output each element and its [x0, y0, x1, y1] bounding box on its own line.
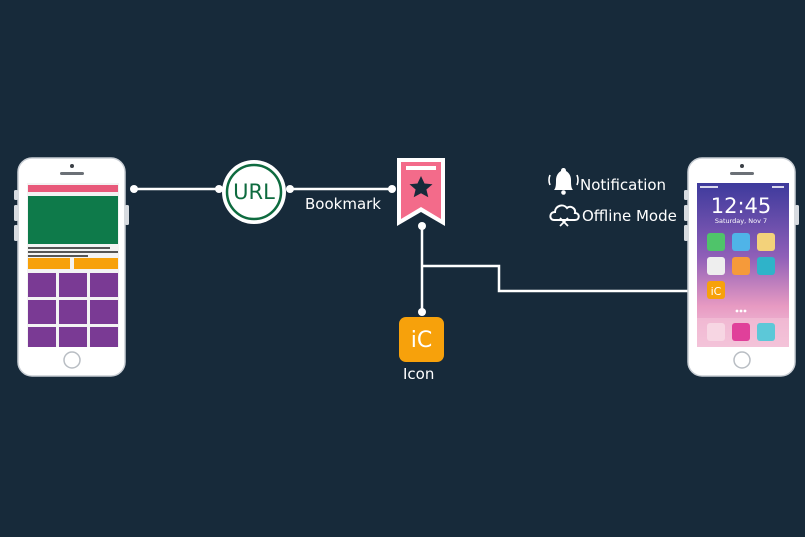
url-circle-ring	[225, 163, 283, 221]
bell-body	[554, 168, 573, 190]
phone-side-button	[125, 205, 129, 225]
bell-ring-right	[576, 174, 579, 186]
star-icon	[409, 176, 433, 198]
url-label: URL	[233, 180, 275, 204]
connector-dot	[286, 185, 294, 193]
right-phone: 12:45 Saturday, Nov 7 iC	[684, 157, 799, 377]
messages-app-icon	[707, 233, 725, 251]
web-grid	[28, 273, 118, 347]
lock-clock: 12:45	[711, 194, 772, 218]
bell-clapper	[561, 190, 566, 195]
phone-side-button	[14, 225, 18, 241]
web-grid-cell	[28, 273, 56, 297]
lock-date: Saturday, Nov 7	[715, 217, 767, 225]
safari-app-icon	[732, 323, 750, 341]
home-button-icon	[733, 351, 751, 369]
web-text-line	[28, 251, 118, 253]
bookmark-node	[397, 158, 445, 226]
web-grid-cell	[90, 327, 118, 347]
connectors	[134, 187, 708, 312]
phone-speaker	[730, 172, 754, 175]
connector-dot	[215, 185, 223, 193]
status-bar-battery	[772, 186, 784, 188]
app-icon-label: iC	[411, 328, 432, 353]
icon-caption: Icon	[403, 365, 435, 383]
web-grid-cell	[28, 300, 56, 324]
connector-dot	[130, 185, 138, 193]
web-text-line	[28, 247, 110, 249]
web-grid-cell	[59, 273, 87, 297]
page-dot	[743, 309, 747, 313]
web-grid-cell	[59, 300, 87, 324]
connector-dot	[418, 308, 426, 316]
mail-app-icon	[707, 323, 725, 341]
web-header-bar	[28, 185, 118, 192]
connector-dot	[388, 185, 396, 193]
cloud-cross	[559, 217, 569, 227]
offline-mode-label: Offline Mode	[582, 207, 677, 225]
phone-side-button	[795, 205, 799, 225]
page-dots	[735, 309, 747, 313]
reminders-app-icon	[707, 257, 725, 275]
web-text-line	[28, 255, 88, 257]
home-button-icon	[63, 351, 81, 369]
web-grid-cell	[28, 327, 56, 347]
bookmark-stripe	[406, 166, 436, 170]
ic-app-label: iC	[711, 285, 722, 298]
app-grid: iC	[707, 233, 775, 299]
connector-dots	[130, 185, 712, 316]
page-dot	[735, 309, 739, 313]
bell-icon	[548, 168, 579, 195]
web-grid-cell	[59, 327, 87, 347]
notes-app-icon	[757, 233, 775, 251]
web-hero-block	[28, 196, 118, 244]
books-app-icon	[732, 257, 750, 275]
bookmark-label: Bookmark	[305, 195, 381, 213]
cloud-outline	[549, 204, 580, 221]
weather-app-icon	[732, 233, 750, 251]
phone-side-button	[14, 205, 18, 221]
app-icon-box	[399, 317, 444, 362]
cloud-offline-icon	[549, 204, 580, 227]
status-bar	[700, 186, 718, 188]
icon-node: iC	[399, 317, 444, 362]
phone-side-button	[684, 225, 688, 241]
connector-bookmark-phone	[422, 264, 708, 293]
phone-camera	[70, 164, 74, 168]
phone-speaker	[60, 172, 84, 175]
photos-app-icon	[757, 257, 775, 275]
camera-app-icon	[757, 323, 775, 341]
ic-app-icon	[707, 281, 725, 299]
bell-ring-left	[548, 174, 551, 186]
phone-side-button	[14, 190, 18, 200]
phone-camera	[740, 164, 744, 168]
left-phone	[14, 157, 129, 377]
web-grid-cell	[90, 300, 118, 324]
web-button-block	[74, 258, 118, 269]
notification-label: Notification	[580, 176, 667, 194]
web-button-block	[28, 258, 70, 269]
phone-side-button	[684, 190, 688, 200]
page-dot	[739, 309, 743, 313]
url-node: URL	[222, 160, 286, 224]
connector-dot	[418, 222, 426, 230]
web-grid-cell	[90, 273, 118, 297]
phone-side-button	[684, 205, 688, 221]
